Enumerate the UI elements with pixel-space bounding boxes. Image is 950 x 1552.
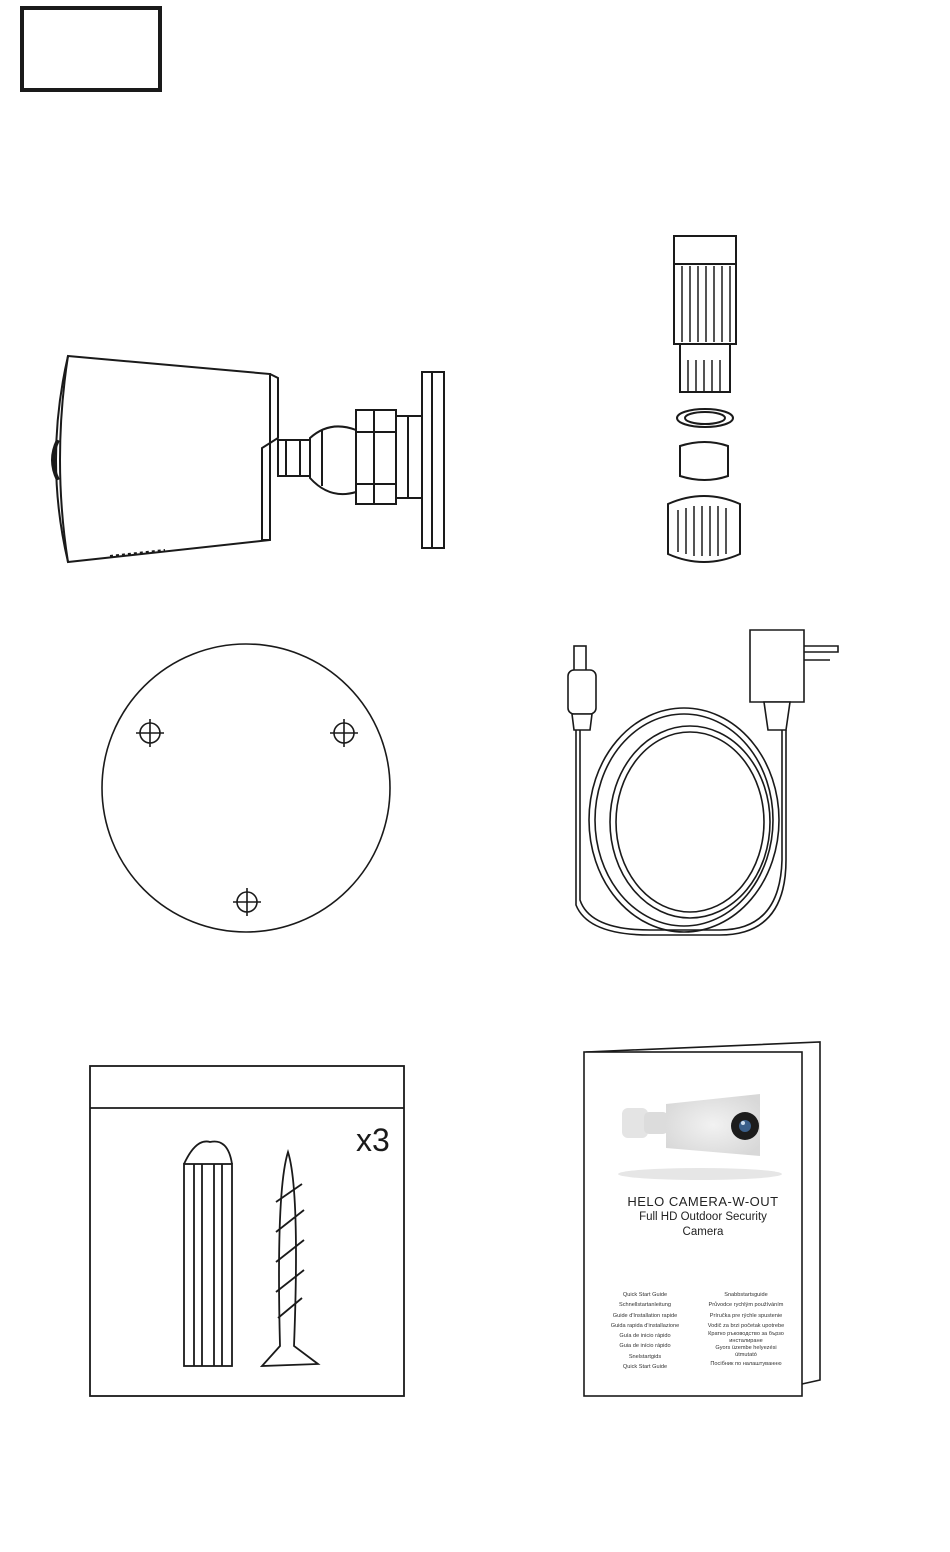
label-frame (20, 6, 162, 92)
booklet-subtitle: Full HD Outdoor Security Camera (639, 1211, 767, 1238)
language-item: Snabbstartsguide (724, 1292, 768, 1298)
language-item: Vodič za brzi početak upotrebe (707, 1322, 785, 1329)
language-item: Guía de inicio rápido (619, 1333, 671, 1340)
quantity-label: x3 (356, 1122, 390, 1158)
booklet-title: HELO CAMERA-W-OUT (627, 1194, 779, 1209)
language-item: Guide d'Installation rapide (612, 1312, 678, 1319)
booklet-camera-photo (618, 1094, 782, 1180)
language-item: Посібник по налаштуванню (710, 1361, 782, 1368)
language-item: Кратко ръководство за бързо (708, 1331, 784, 1338)
language-item: Snelstartgids (628, 1353, 662, 1360)
language-item: инсталиране (729, 1338, 763, 1345)
language-item: Průvodce rychlým používáním (708, 1302, 784, 1309)
language-item: Schnellstartanleitung (619, 1302, 671, 1309)
language-item: Guia de início rápido (619, 1343, 671, 1350)
language-item: Quick Start Guide (622, 1292, 668, 1298)
language-item: útmutató (735, 1352, 757, 1359)
language-item: Gyors üzembe helyezési (715, 1345, 777, 1352)
booklet-languages-right: Snabbstartsguide Průvodce rychlým použív… (690, 1290, 802, 1369)
language-item: Quick Start Guide (622, 1364, 668, 1371)
language-item: Guida rapida d'installazione (610, 1322, 680, 1329)
booklet-languages-left: Quick Start Guide Schnellstartanleitung … (594, 1290, 696, 1372)
language-item: Príručka pre rýchle spustenie (709, 1312, 783, 1319)
